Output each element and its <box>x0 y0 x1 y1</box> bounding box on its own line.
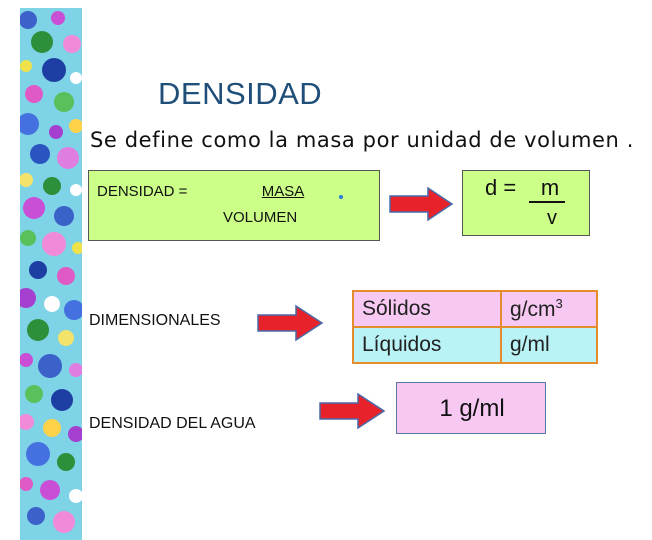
formula-label: DENSIDAD = <box>97 183 188 200</box>
symbolic-formula-box: d = m v <box>462 170 590 236</box>
unit-superscript: 3 <box>555 296 563 311</box>
unit-text: g/ml <box>510 333 550 356</box>
symbolic-denominator: v <box>547 207 557 229</box>
symbolic-d-label: d = <box>485 175 517 200</box>
agua-value-box: 1 g/ml <box>396 382 546 434</box>
agua-density-value: 1 g/ml <box>439 395 505 422</box>
right-arrow-icon <box>257 304 324 342</box>
fraction-line <box>529 201 565 203</box>
dot-pattern-graphic <box>20 11 82 533</box>
units-table: Sólidos g/cm3 Líquidos g/ml <box>352 290 598 364</box>
right-arrow-icon <box>389 186 454 222</box>
definition-text: Se define como la masa por unidad de vol… <box>90 128 634 152</box>
dimensionales-label: DIMENSIONALES <box>89 312 221 329</box>
density-formula-box: DENSIDAD = MASA VOLUMEN <box>88 170 380 241</box>
state-cell: Sólidos <box>352 290 502 328</box>
formula-denominator: VOLUMEN <box>223 209 298 226</box>
state-cell: Líquidos <box>352 326 502 364</box>
unit-cell: g/ml <box>500 326 598 364</box>
formula-numerator: MASA <box>261 183 305 200</box>
decorative-dot <box>339 195 343 199</box>
decorative-dot-strip <box>20 8 82 540</box>
unit-text: g/cm <box>510 298 556 321</box>
right-arrow-icon <box>319 392 386 430</box>
unit-cell: g/cm3 <box>500 290 598 328</box>
symbolic-numerator: m <box>540 175 560 200</box>
table-row: Líquidos g/ml <box>352 326 598 364</box>
table-row: Sólidos g/cm3 <box>352 290 598 328</box>
agua-label: DENSIDAD DEL AGUA <box>89 415 256 432</box>
page-title: DENSIDAD <box>158 76 323 111</box>
